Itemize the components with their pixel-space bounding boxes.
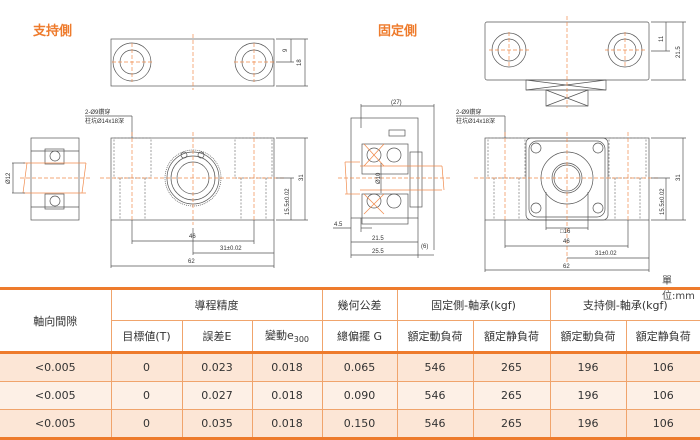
cell-total-runout: 0.090 xyxy=(321,381,398,410)
cell-axial-clearance: <0.005 xyxy=(0,352,112,382)
fixed-top-view xyxy=(484,16,686,108)
support-front-62-label: 62 xyxy=(188,259,195,265)
fixed-section-dia-label: Ø10 xyxy=(376,172,382,184)
header-variation-sub: 300 xyxy=(293,335,310,345)
cell-support-dynamic: 196 xyxy=(549,381,627,410)
header-support-bearing: 支持側-軸承(kgf) xyxy=(549,288,700,321)
table-row: <0.005 0 0.023 0.018 0.065 546 265 196 1… xyxy=(0,352,700,382)
cell-total-runout: 0.065 xyxy=(321,352,398,382)
header-axial-clearance: 軸向間隙 xyxy=(0,288,112,353)
cell-support-dynamic: 196 xyxy=(549,352,627,382)
cell-support-dynamic: 196 xyxy=(549,409,627,439)
cell-variation: 0.018 xyxy=(251,409,323,439)
header-support-static: 額定静負荷 xyxy=(625,320,700,353)
support-top-h1-label: 9 xyxy=(283,48,289,52)
support-front-46-label: 46 xyxy=(189,234,196,240)
fixed-section-view xyxy=(333,104,450,258)
fixed-front-view xyxy=(474,132,686,272)
fixed-section-27-label: (27) xyxy=(391,100,402,106)
cell-error: 0.027 xyxy=(181,381,253,410)
cell-target-value: 0 xyxy=(110,409,183,439)
fixed-section-215-label: 21.5 xyxy=(372,236,384,242)
cell-axial-clearance: <0.005 xyxy=(0,409,112,439)
table-row: <0.005 0 0.027 0.018 0.090 546 265 196 1… xyxy=(0,381,700,410)
cell-fixed-static: 265 xyxy=(472,409,551,439)
header-support-dynamic: 額定動負荷 xyxy=(549,320,627,353)
cell-fixed-static: 265 xyxy=(472,352,551,382)
header-error: 誤差E xyxy=(181,320,253,353)
fixed-front-h155-label: 15.5±0.02 xyxy=(660,188,666,215)
cell-fixed-static: 265 xyxy=(472,381,551,410)
cell-fixed-dynamic: 546 xyxy=(396,352,474,382)
cell-error: 0.023 xyxy=(181,352,253,382)
header-geometric-tolerance: 幾何公差 xyxy=(321,288,398,321)
table-row: <0.005 0 0.035 0.018 0.150 546 265 196 1… xyxy=(0,409,700,439)
header-target-value: 目標値(T) xyxy=(111,320,183,353)
cell-total-runout: 0.150 xyxy=(321,409,398,439)
support-front-h31-label: 31 xyxy=(299,174,305,181)
header-variation-base: 變動e xyxy=(264,329,294,343)
spec-table: 軸向間隙 導程精度 幾何公差 固定側-軸承(kgf) 支持側-軸承(kgf) 目… xyxy=(0,287,700,440)
fixed-top-h2-label: 21.5 xyxy=(676,46,682,58)
header-total-runout: 總偏擺 G xyxy=(321,320,398,353)
support-top-view xyxy=(110,34,308,90)
fixed-side-title: 固定側 xyxy=(378,24,418,39)
support-hole-note-1: 2-Ø9鑽穿 xyxy=(85,108,110,116)
support-side-title: 支持側 xyxy=(33,24,73,39)
cell-support-static: 106 xyxy=(625,381,700,410)
technical-drawing: 9 18 2-Ø9鑽穿 柱坑Ø14x18深 Ø12 xyxy=(6,16,686,272)
fixed-section-255-label: 25.5 xyxy=(372,249,384,255)
cell-target-value: 0 xyxy=(110,381,183,410)
support-front-view xyxy=(100,132,308,268)
header-lead-accuracy: 導程精度 xyxy=(110,288,323,321)
fixed-hole-note-1: 2-Ø9鑽穿 xyxy=(456,108,481,116)
support-side-view xyxy=(12,137,90,221)
fixed-section-6-label: (6) xyxy=(421,244,428,250)
cell-fixed-dynamic: 546 xyxy=(396,381,474,410)
fixed-front-62-label: 62 xyxy=(563,264,570,270)
fixed-front-sq16-label: □16 xyxy=(560,229,571,235)
support-front-h155-label: 15.5±0.02 xyxy=(285,188,291,215)
header-variation: 變動e300 xyxy=(251,320,323,353)
fixed-top-h1-label: 11 xyxy=(659,35,665,42)
cell-variation: 0.018 xyxy=(251,352,323,382)
support-front-31-label: 31±0.02 xyxy=(220,246,242,252)
fixed-hole-note-2: 柱坑Ø14x18深 xyxy=(456,117,495,125)
cell-support-static: 106 xyxy=(625,352,700,382)
header-fixed-dynamic: 額定動負荷 xyxy=(396,320,474,353)
support-top-h2-label: 18 xyxy=(297,59,303,66)
fixed-front-h31-label: 31 xyxy=(676,174,682,181)
cell-fixed-dynamic: 546 xyxy=(396,409,474,439)
cell-support-static: 106 xyxy=(625,409,700,439)
fixed-section-45-label: 4.5 xyxy=(334,222,343,228)
cell-axial-clearance: <0.005 xyxy=(0,381,112,410)
cell-variation: 0.018 xyxy=(251,381,323,410)
fixed-front-31-label: 31±0.02 xyxy=(595,251,617,257)
support-shaft-dia-label: Ø12 xyxy=(6,172,12,184)
cell-target-value: 0 xyxy=(110,352,183,382)
header-fixed-static: 額定静負荷 xyxy=(472,320,551,353)
header-fixed-bearing: 固定側-軸承(kgf) xyxy=(396,288,551,321)
fixed-front-46-label: 46 xyxy=(563,239,570,245)
support-hole-note-2: 柱坑Ø14x18深 xyxy=(85,117,124,125)
cell-error: 0.035 xyxy=(181,409,253,439)
